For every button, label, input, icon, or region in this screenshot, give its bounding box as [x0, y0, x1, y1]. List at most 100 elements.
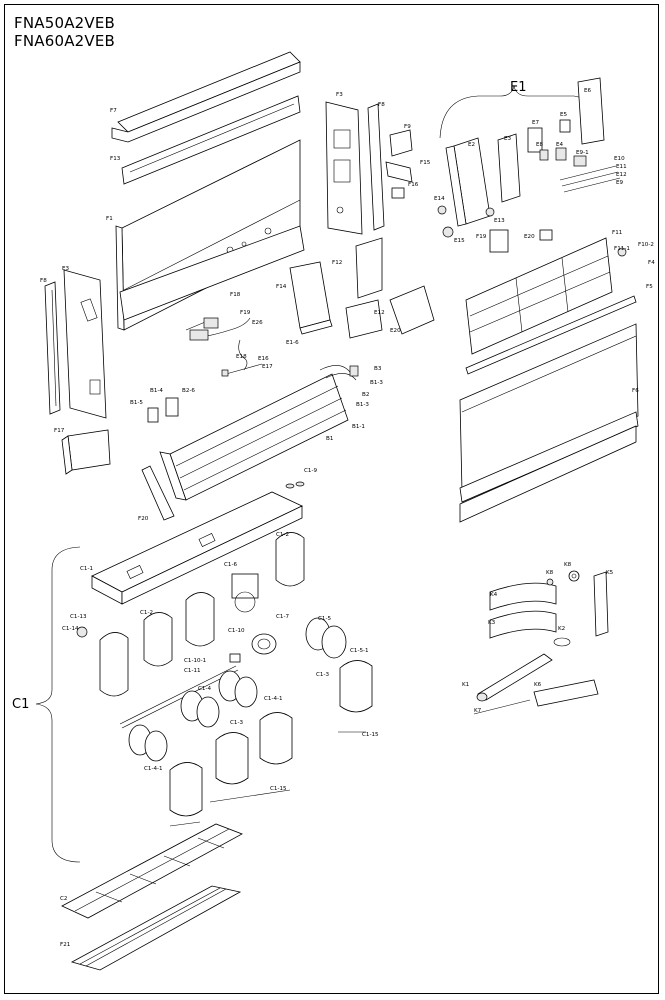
label-f14: F14: [276, 284, 287, 290]
label-b1-3: B1-3: [370, 380, 383, 386]
label-e17: E17: [262, 364, 273, 370]
label-f15: F15: [420, 160, 431, 166]
label-c1-5-1: C1-5-1: [350, 648, 369, 654]
label-f8-centre: F8: [378, 102, 385, 108]
label-b1-4: B1-4: [150, 388, 163, 394]
cover-e6: [577, 77, 605, 145]
label-e15: E15: [454, 238, 465, 244]
label-k6: K6: [534, 682, 542, 688]
label-f19: F19: [240, 310, 251, 316]
label-c1-15-right: C1-15: [362, 732, 379, 738]
label-b1: B1: [326, 436, 334, 442]
label-e10: E10: [614, 156, 625, 162]
fan-wheel-c1-4a: [218, 670, 258, 708]
label-b3: B3: [374, 366, 382, 372]
label-c1-5: C1-5: [318, 616, 331, 622]
label-k9: K8: [546, 570, 554, 576]
label-f5: F5: [646, 284, 653, 290]
scroll-housing-c1-2d: [275, 532, 305, 587]
terminal-e7: [527, 127, 543, 153]
label-e26: E26: [252, 320, 263, 326]
insulation-k4: [489, 582, 557, 611]
wire-harness-e26: [238, 339, 248, 371]
label-b1-5: B1-5: [130, 400, 143, 406]
label-b2-6: B2-6: [182, 388, 195, 394]
label-e20: E20: [390, 328, 401, 334]
drawing-frame: [4, 4, 659, 994]
motor-c1-10: [251, 633, 277, 655]
label-f7: F7: [110, 108, 117, 114]
label-f13: F13: [110, 156, 121, 162]
label-e16: E16: [258, 356, 269, 362]
coupling-c1-10-1: [229, 653, 241, 663]
label-k4: K4: [490, 592, 498, 598]
clip-f16: [391, 187, 405, 199]
cover-f12: [355, 237, 383, 299]
left-rail-f8: [44, 281, 61, 415]
wiring-f19: [185, 317, 251, 341]
label-e14: E14: [434, 196, 445, 202]
label-e12: E12: [374, 310, 385, 316]
heat-exchanger-b1: [159, 373, 349, 501]
scroll-housing-c1-2a: [185, 592, 215, 647]
bearing-c1-14: [76, 626, 88, 638]
label-c1-2-top: C1-2: [276, 532, 289, 538]
label-e18: E18: [236, 354, 247, 360]
fan-wheel-c1-4c: [128, 724, 168, 762]
label-f18: F18: [230, 292, 241, 298]
label-f10-2: F10-2: [638, 242, 654, 248]
fan-wheel-c1-4b: [180, 690, 220, 728]
plate-e12: [345, 299, 383, 339]
sensor-wires-e9-e12: [559, 165, 621, 193]
bracket-f9: [389, 129, 413, 157]
label-f11-1: F11-1: [614, 246, 630, 252]
label-k7: K7: [474, 708, 482, 714]
piping-b2-b3: [319, 365, 359, 381]
label-b1-3b: B1-3: [356, 402, 369, 408]
label-c1-15: C1-15: [270, 786, 287, 792]
sensors-e15-e17: [221, 363, 263, 377]
label-k5: K5: [606, 570, 614, 576]
lower-housing-c1-3b: [259, 712, 293, 765]
label-f12: F12: [332, 260, 342, 266]
parts-e8-e4-e9-1: [539, 147, 587, 167]
label-c1-2: C1-2: [140, 610, 153, 616]
label-c1-3-right: C1-3: [316, 672, 329, 678]
rail-f8-centre: [367, 103, 385, 231]
control-plate-f3: [325, 101, 363, 235]
nut-k9: [546, 578, 554, 586]
base-plate-c1-1: [91, 491, 303, 605]
label-e3: E3: [504, 136, 512, 142]
label-e3-left: E3: [62, 266, 70, 272]
label-k1: K1: [462, 682, 470, 688]
front-grille-f11: [465, 237, 613, 355]
side-plate-e3: [63, 269, 107, 419]
insulation-b1-5: [147, 407, 159, 423]
label-b2: B2: [362, 392, 369, 398]
shaft-c1-11: [119, 665, 239, 729]
label-e11: E11: [616, 164, 627, 170]
label-f21: F21: [60, 942, 71, 948]
scroll-housing-c1-2c: [99, 632, 129, 697]
label-c1-10-1: C1-10-1: [184, 658, 207, 664]
label-c1-10: C1-10: [228, 628, 245, 634]
fan-wheel-c1-5: [305, 617, 347, 659]
relay-e5: [559, 119, 571, 133]
motor-mount-c1-6: [231, 573, 259, 613]
pcb-e3: [497, 133, 521, 203]
sealing-pad-k6: [533, 679, 599, 707]
label-f11: F11: [612, 230, 623, 236]
air-filter-c2: [61, 823, 243, 919]
plate-e20: [389, 285, 435, 335]
label-c1-14: C1-14: [62, 626, 79, 632]
label-c1-7: C1-7: [276, 614, 289, 620]
label-e8: E8: [536, 142, 544, 148]
strip-f4: [465, 295, 637, 375]
label-c1-4-1-low: C1-4-1: [144, 766, 163, 772]
grille-f21: [70, 885, 242, 971]
label-f20: F20: [138, 516, 149, 522]
top-panel-f7: [111, 51, 301, 143]
label-e20-e1: E20: [524, 234, 535, 240]
label-k2: K2: [558, 626, 565, 632]
